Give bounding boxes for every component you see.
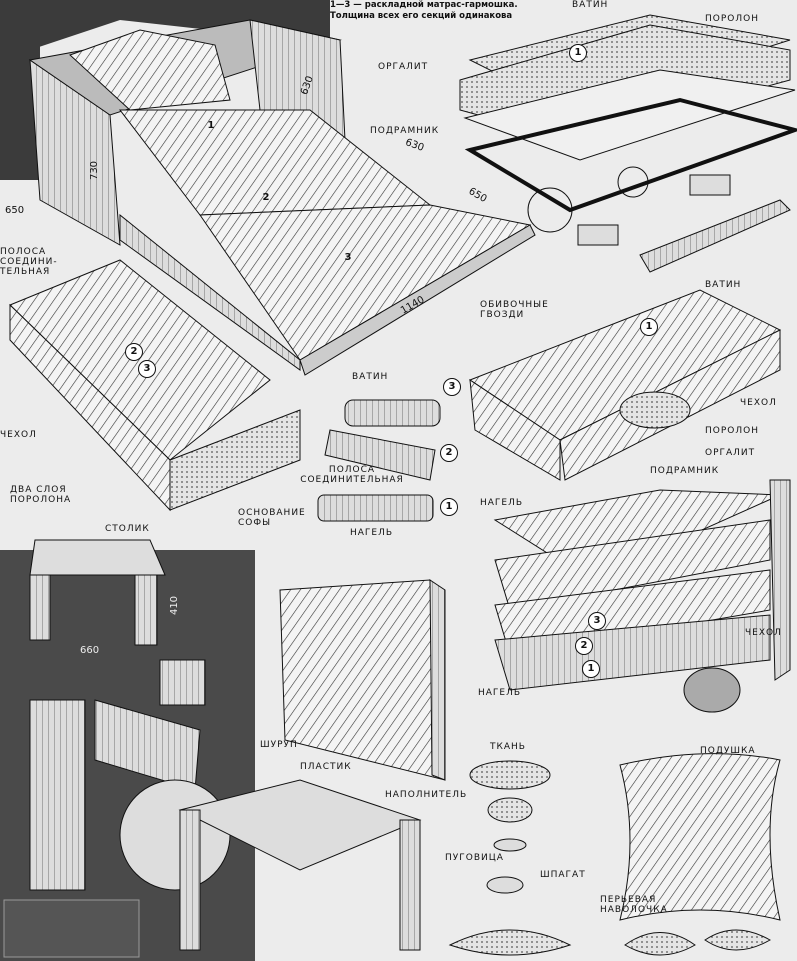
label-dva-sloya: ДВА СЛОЯ ПОРОЛОНА	[10, 485, 72, 505]
label-polosa-mid: ПОЛОСА СОЕДИНИТЕЛЬНАЯ	[300, 465, 404, 485]
marker-2-section: 2	[440, 444, 458, 462]
label-vatin-top: ВАТИН	[572, 0, 609, 10]
backrest-panel-drawing	[279, 579, 446, 781]
label-pugovica: ПУГОВИЦА	[445, 853, 504, 863]
cushion-drawing	[448, 667, 781, 956]
label-podramnik-right: ПОДРАМНИК	[650, 466, 720, 476]
label-polosa-left: ПОЛОСА СОЕДИНИ-ТЕЛЬНАЯ	[0, 247, 58, 277]
label-shurup: ШУРУП	[260, 740, 298, 750]
label-porolon-top: ПОРОЛОН	[705, 14, 759, 24]
section-number-2: 2	[262, 192, 270, 203]
label-shpagat: ШПАГАТ	[540, 870, 586, 880]
marker-1-section: 1	[440, 498, 458, 516]
mattress-exploded-drawing	[459, 14, 797, 273]
label-porolon-right: ПОРОЛОН	[705, 426, 759, 436]
mattress-cutaway-drawing	[468, 289, 782, 481]
label-vatin-mid: ВАТИН	[352, 372, 389, 382]
label-osnovanie: ОСНОВАНИЕ СОФЫ	[238, 508, 306, 528]
label-vatin-right: ВАТИН	[705, 280, 742, 290]
label-napolnitel: НАПОЛНИТЕЛЬ	[385, 790, 468, 800]
marker-1-sofa: 1	[582, 660, 600, 678]
figure-caption: 1—3 — раскладной матрас-гармошка. Толщин…	[330, 0, 518, 21]
label-orgalit-right: ОРГАЛИТ	[705, 448, 756, 458]
label-tkan: ТКАНЬ	[490, 742, 526, 752]
marker-1-mattress: 1	[569, 44, 587, 62]
label-orgalit-top: ОРГАЛИТ	[378, 62, 429, 72]
label-perievaya: ПЕРЬЕВАЯ НАВОЛОЧКА	[600, 895, 668, 915]
marker-2-folded: 2	[125, 343, 143, 361]
marker-1-cutaway: 1	[640, 318, 658, 336]
label-nagel-sofa-bottom: НАГЕЛЬ	[478, 688, 522, 698]
dim-660: 660	[80, 645, 100, 656]
sections-drawing	[317, 399, 441, 522]
label-stolik: СТОЛИК	[105, 524, 150, 534]
label-chehol-sofa: ЧЕХОЛ	[745, 628, 782, 638]
sofa-main-drawing	[28, 19, 536, 376]
marker-3-section: 3	[443, 378, 461, 396]
dim-650a: 650	[5, 205, 25, 216]
marker-3-sofa: 3	[588, 612, 606, 630]
dim-730: 730	[89, 160, 101, 181]
marker-2-sofa: 2	[575, 637, 593, 655]
marker-3-folded: 3	[138, 360, 156, 378]
label-podramnik-top: ПОДРАМНИК	[370, 126, 440, 136]
label-gvozdi: ОБИВОЧНЫЕ ГВОЗДИ	[480, 300, 549, 320]
label-chehol-right: ЧЕХОЛ	[740, 398, 777, 408]
section-number-3: 3	[344, 252, 352, 263]
assembled-sofa-drawing	[493, 479, 791, 691]
label-plastik: ПЛАСТИК	[300, 762, 352, 772]
table-drawing	[29, 539, 422, 951]
section-number-1: 1	[207, 120, 215, 131]
label-nagel-sofa-top: НАГЕЛЬ	[480, 498, 524, 508]
dim-410: 410	[169, 595, 181, 616]
label-nagel-mid: НАГЕЛЬ	[350, 528, 394, 538]
label-chehol-left: ЧЕХОЛ	[0, 430, 37, 440]
label-podushka: ПОДУШКА	[700, 746, 756, 756]
folded-mattress-drawing	[9, 259, 301, 512]
